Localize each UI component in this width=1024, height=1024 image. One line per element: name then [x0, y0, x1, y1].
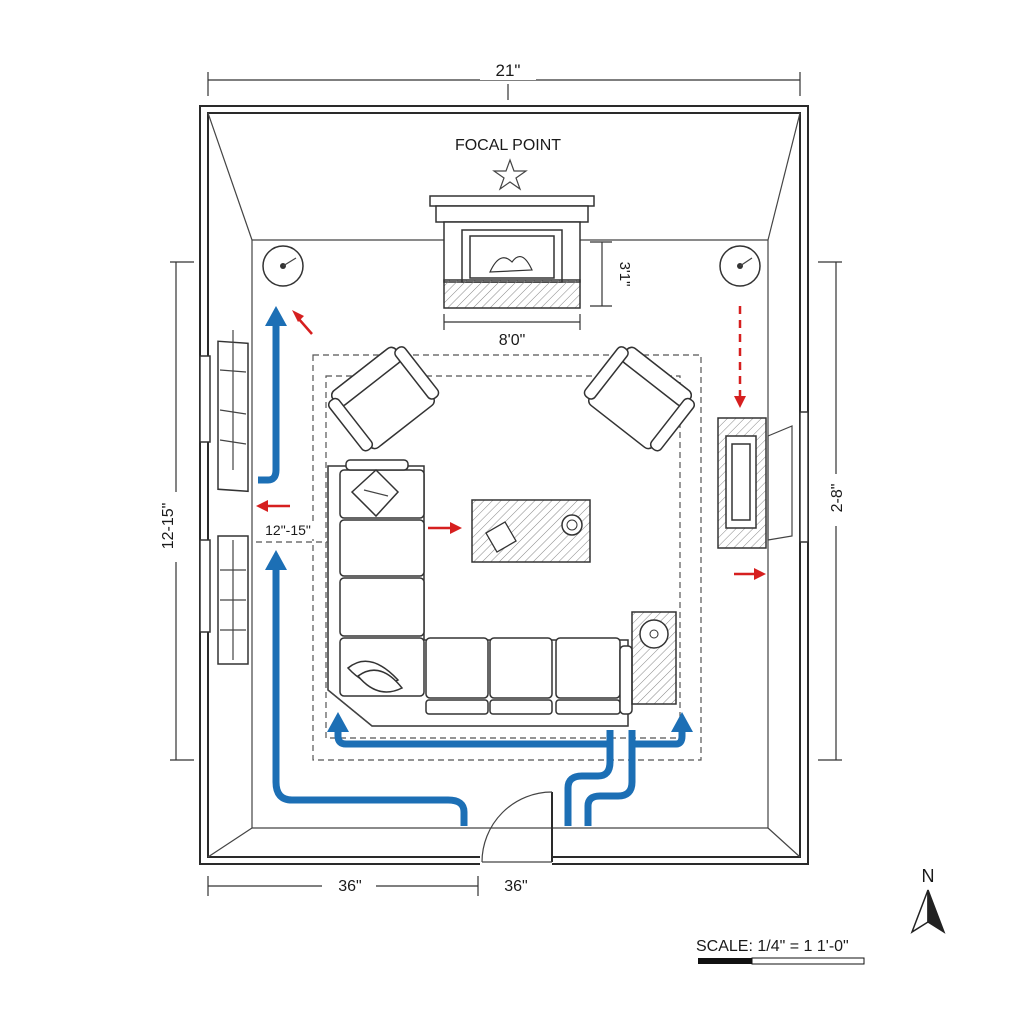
door-width-label: 36"	[504, 878, 527, 895]
floor-lamp-left	[262, 245, 304, 287]
fireplace-width-dimension: 8'0"	[443, 314, 581, 349]
walkway-clearance-label: 12"-15"	[265, 522, 311, 538]
fireplace-depth-dimension: 3'1"	[590, 241, 633, 307]
traffic-flow-paths	[258, 306, 693, 826]
window-left-lower	[199, 535, 249, 665]
armchair-right	[583, 346, 696, 452]
north-label: N	[922, 866, 935, 886]
left-height-dimension: 12-15"	[160, 261, 194, 761]
star-icon	[492, 158, 528, 191]
rug-inner	[325, 375, 681, 739]
tv-console	[717, 417, 793, 549]
scale-bar: SCALE: 1/4" = 1 1'-0"	[696, 938, 865, 965]
fireplace	[429, 195, 595, 309]
side-table	[631, 611, 677, 705]
clearance-arrows	[256, 306, 766, 580]
top-width-dimension: 21"	[207, 58, 801, 100]
top-width-label: 21"	[496, 61, 521, 80]
right-height-dimension: 2-8"	[818, 261, 848, 761]
scale-label: SCALE: 1/4" = 1 1'-0"	[696, 938, 849, 955]
entry-door	[480, 791, 553, 868]
window-left-upper	[199, 330, 249, 493]
bottom-left-dimension-label: 36"	[338, 878, 361, 895]
left-height-label: 12-15"	[160, 503, 177, 550]
right-height-label: 2-8"	[829, 484, 846, 513]
focal-point-label: FOCAL POINT	[455, 137, 561, 154]
fireplace-depth-label: 3'1"	[616, 262, 633, 287]
fireplace-width-label: 8'0"	[499, 332, 526, 349]
sectional-sofa	[327, 459, 633, 727]
window-right	[799, 411, 809, 543]
coffee-table	[471, 499, 591, 563]
armchair-left	[327, 346, 440, 452]
north-arrow-icon: N	[910, 866, 946, 934]
rug-outer	[312, 354, 702, 761]
bottom-dimensions: 36" 36"	[207, 874, 528, 896]
floor-lamp-right	[719, 245, 761, 287]
